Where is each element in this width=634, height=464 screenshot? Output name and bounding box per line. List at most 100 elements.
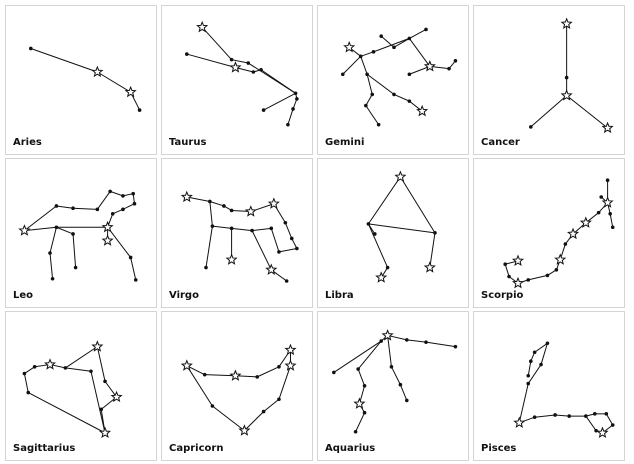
constellation-card-leo: Leo [5, 158, 157, 308]
star-dot [539, 362, 543, 367]
star-dot [291, 107, 295, 111]
bright-star-icon [267, 197, 280, 209]
bright-star-icon [91, 340, 104, 352]
constellation-line [585, 415, 597, 431]
constellation-name: Aquarius [325, 443, 376, 454]
star-dot [50, 276, 55, 281]
constellation-line [365, 94, 373, 106]
constellation-line [56, 205, 74, 209]
star-dot [554, 268, 559, 272]
bright-star-icon [353, 397, 366, 409]
constellation-line [609, 213, 614, 228]
star-dot [22, 371, 27, 376]
star-dot [392, 92, 396, 97]
star-dot [121, 207, 125, 212]
bright-star-icon [375, 271, 388, 283]
star-dot [605, 178, 610, 182]
constellation-line [186, 365, 205, 376]
star-dot [204, 265, 208, 270]
star-dot [447, 66, 451, 71]
constellation-line [534, 414, 556, 418]
constellation-line [367, 176, 401, 225]
constellation-line [263, 398, 280, 412]
star-dot [26, 390, 31, 395]
star-dot [564, 75, 569, 80]
constellation-line [205, 226, 213, 268]
star-dot [610, 423, 615, 427]
constellation-name: Libra [325, 290, 354, 301]
constellation-diagram-sagittarius [22, 340, 123, 439]
constellation-diagram-scorpio [503, 178, 615, 289]
constellation-line [263, 92, 296, 111]
star-dot [71, 232, 75, 236]
star-dot [277, 250, 281, 254]
star-dot [295, 97, 299, 101]
star-dot [121, 194, 125, 198]
star-dot [526, 278, 531, 282]
star-dot [229, 57, 234, 62]
star-dot [89, 369, 93, 374]
constellation-line [201, 26, 232, 61]
constellation-line [212, 225, 232, 229]
constellation-line [540, 343, 548, 365]
constellation-line [231, 59, 249, 64]
star-dot [63, 366, 68, 370]
constellation-line [387, 334, 407, 341]
constellation-line [244, 411, 264, 431]
star-dot [567, 414, 571, 418]
bright-star-icon [579, 216, 592, 228]
constellation-line [209, 201, 213, 227]
bright-star-icon [101, 220, 114, 233]
star-dot [293, 91, 298, 96]
constellation-name: Capricorn [169, 443, 224, 454]
star-dot [71, 206, 75, 210]
bright-star-icon [238, 424, 251, 436]
star-dot [261, 409, 266, 414]
constellation-line [72, 233, 77, 268]
constellation-line [49, 252, 54, 279]
star-dot [407, 72, 412, 77]
star-dot [424, 340, 428, 344]
constellation-line [251, 230, 272, 271]
constellation-line [278, 365, 291, 400]
star-dot [277, 365, 281, 369]
bright-star-icon [423, 60, 436, 72]
constellation-line [399, 384, 408, 401]
star-dot [286, 122, 290, 127]
star-dot [356, 367, 360, 371]
constellation-card-libra: Libra [317, 158, 469, 308]
star-dot [398, 382, 403, 387]
constellation-line [355, 412, 366, 432]
constellation-line [333, 340, 382, 373]
constellation-line [112, 208, 124, 215]
bright-star-icon [416, 104, 429, 117]
constellation-line [256, 366, 280, 378]
star-dot [137, 108, 142, 112]
constellation-name: Virgo [169, 290, 199, 301]
constellation-diagram-pisces [513, 341, 615, 439]
bright-star-icon [180, 190, 193, 203]
star-dot [332, 370, 336, 375]
star-dot [545, 273, 550, 278]
constellation-line [366, 73, 395, 95]
constellation-card-sagittarius: Sagittarius [5, 311, 157, 461]
constellation-line [107, 226, 132, 258]
constellation-line [605, 413, 614, 426]
bright-star-icon [554, 253, 567, 265]
constellation-diagram-gemini [341, 27, 458, 127]
constellation-line [104, 381, 117, 398]
star-dot [453, 59, 458, 63]
constellation-line [186, 365, 213, 407]
star-dot [529, 359, 533, 363]
constellation-line [393, 93, 410, 102]
bright-star-icon [43, 358, 57, 370]
star-dot [507, 274, 511, 279]
constellation-line [212, 405, 245, 432]
star-dot [433, 231, 437, 235]
constellation-line [96, 346, 106, 382]
constellation-diagram-cancer [529, 17, 614, 134]
star-dot [453, 344, 458, 349]
star-dot [362, 410, 367, 415]
constellation-name: Pisces [481, 443, 517, 454]
star-dot [545, 341, 550, 346]
